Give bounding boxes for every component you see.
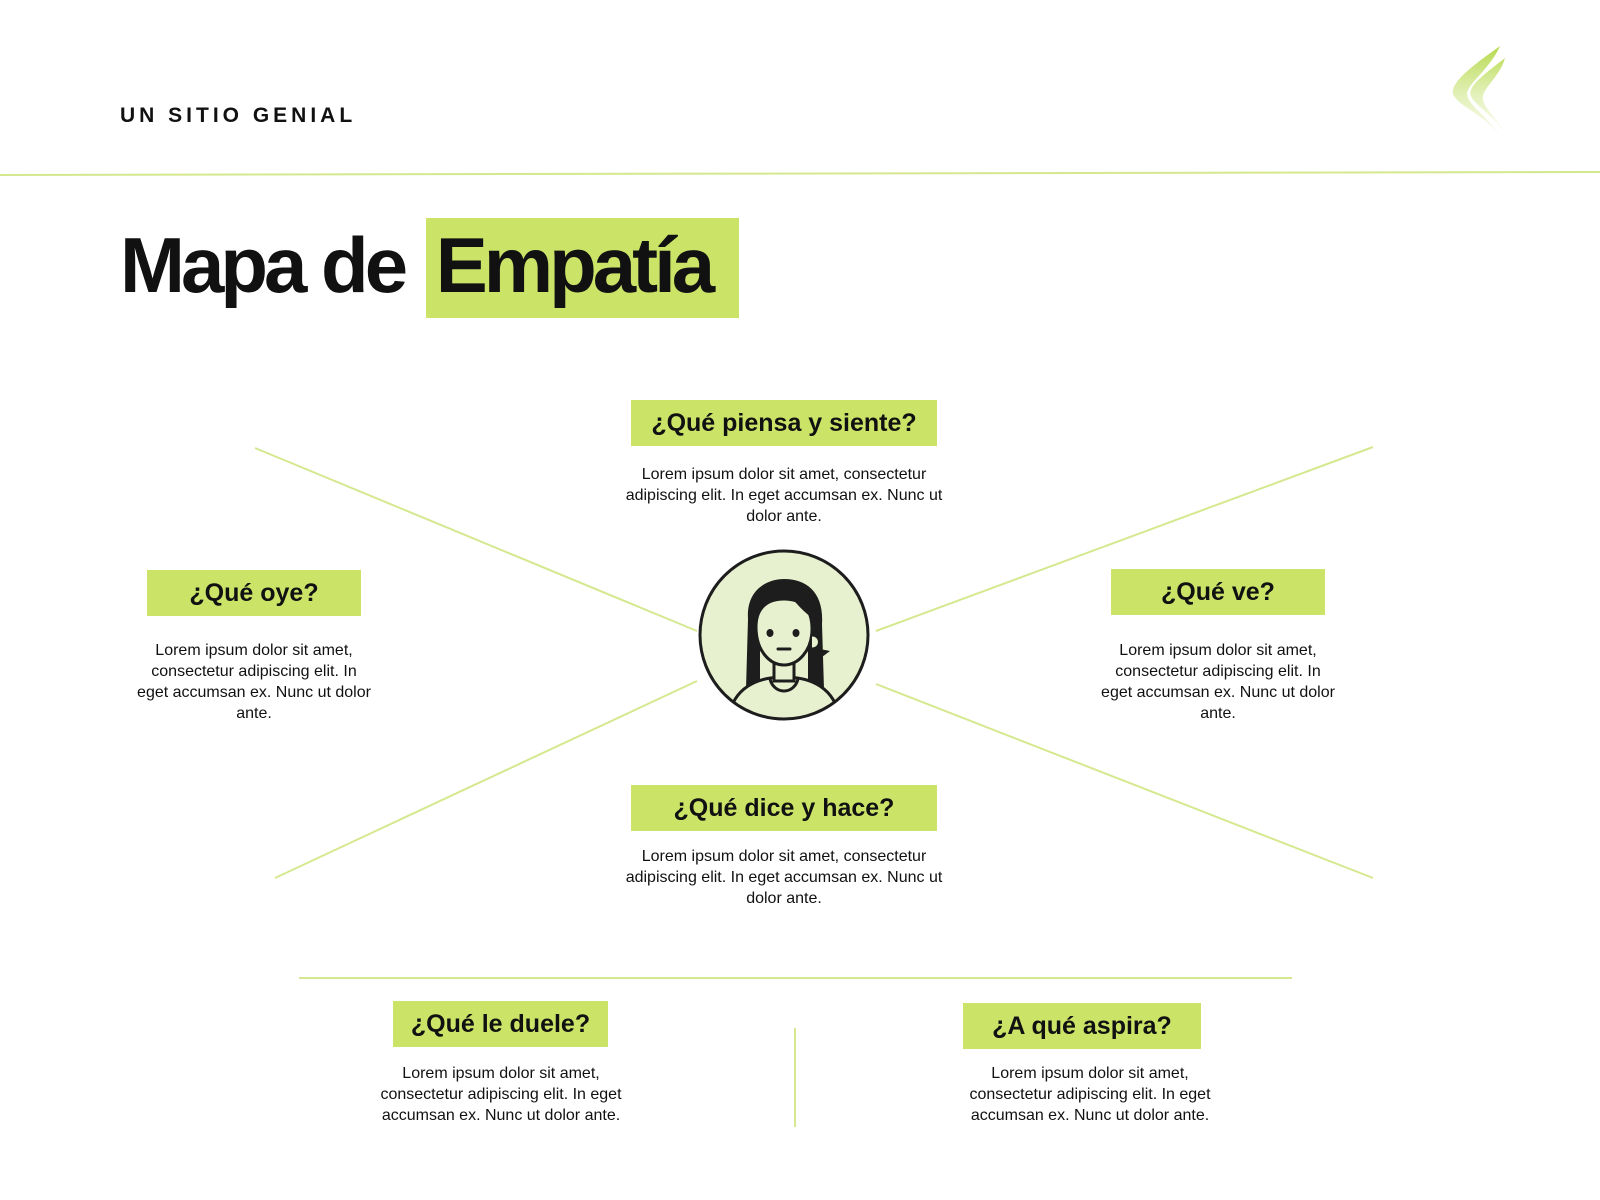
page-title: Mapa de Empatía [120, 218, 740, 318]
label-duele: ¿Qué le duele? [393, 1001, 608, 1047]
connector-bottom-right [875, 683, 1374, 879]
text-piensa-siente: Lorem ipsum dolor sit amet, consectetur … [625, 466, 943, 525]
text-ve: Lorem ipsum dolor sit amet, consectetur … [1101, 642, 1335, 722]
title-part-1: Mapa de [120, 221, 408, 309]
text-oye: Lorem ipsum dolor sit amet, consectetur … [137, 642, 371, 722]
title-part-2-highlight: Empatía [425, 218, 740, 318]
text-aspira: Lorem ipsum dolor sit amet, consectetur … [969, 1065, 1211, 1124]
woman-avatar-icon [698, 549, 870, 721]
leaf-swoosh-logo-icon [1452, 46, 1507, 139]
brand-name: UN SITIO GENIAL [120, 104, 357, 127]
connector-bottom-left [274, 680, 698, 879]
label-aspira: ¿A qué aspira? [963, 1003, 1201, 1049]
label-piensa-siente: ¿Qué piensa y siente? [631, 400, 937, 446]
label-oye: ¿Qué oye? [147, 570, 361, 616]
label-dice-hace: ¿Qué dice y hace? [631, 785, 937, 831]
label-ve: ¿Qué ve? [1111, 569, 1325, 615]
text-dice-hace: Lorem ipsum dolor sit amet, consectetur … [625, 848, 943, 907]
text-duele: Lorem ipsum dolor sit amet, consectetur … [380, 1065, 622, 1124]
connector-top-left [254, 447, 698, 632]
connector-top-right [875, 446, 1374, 632]
